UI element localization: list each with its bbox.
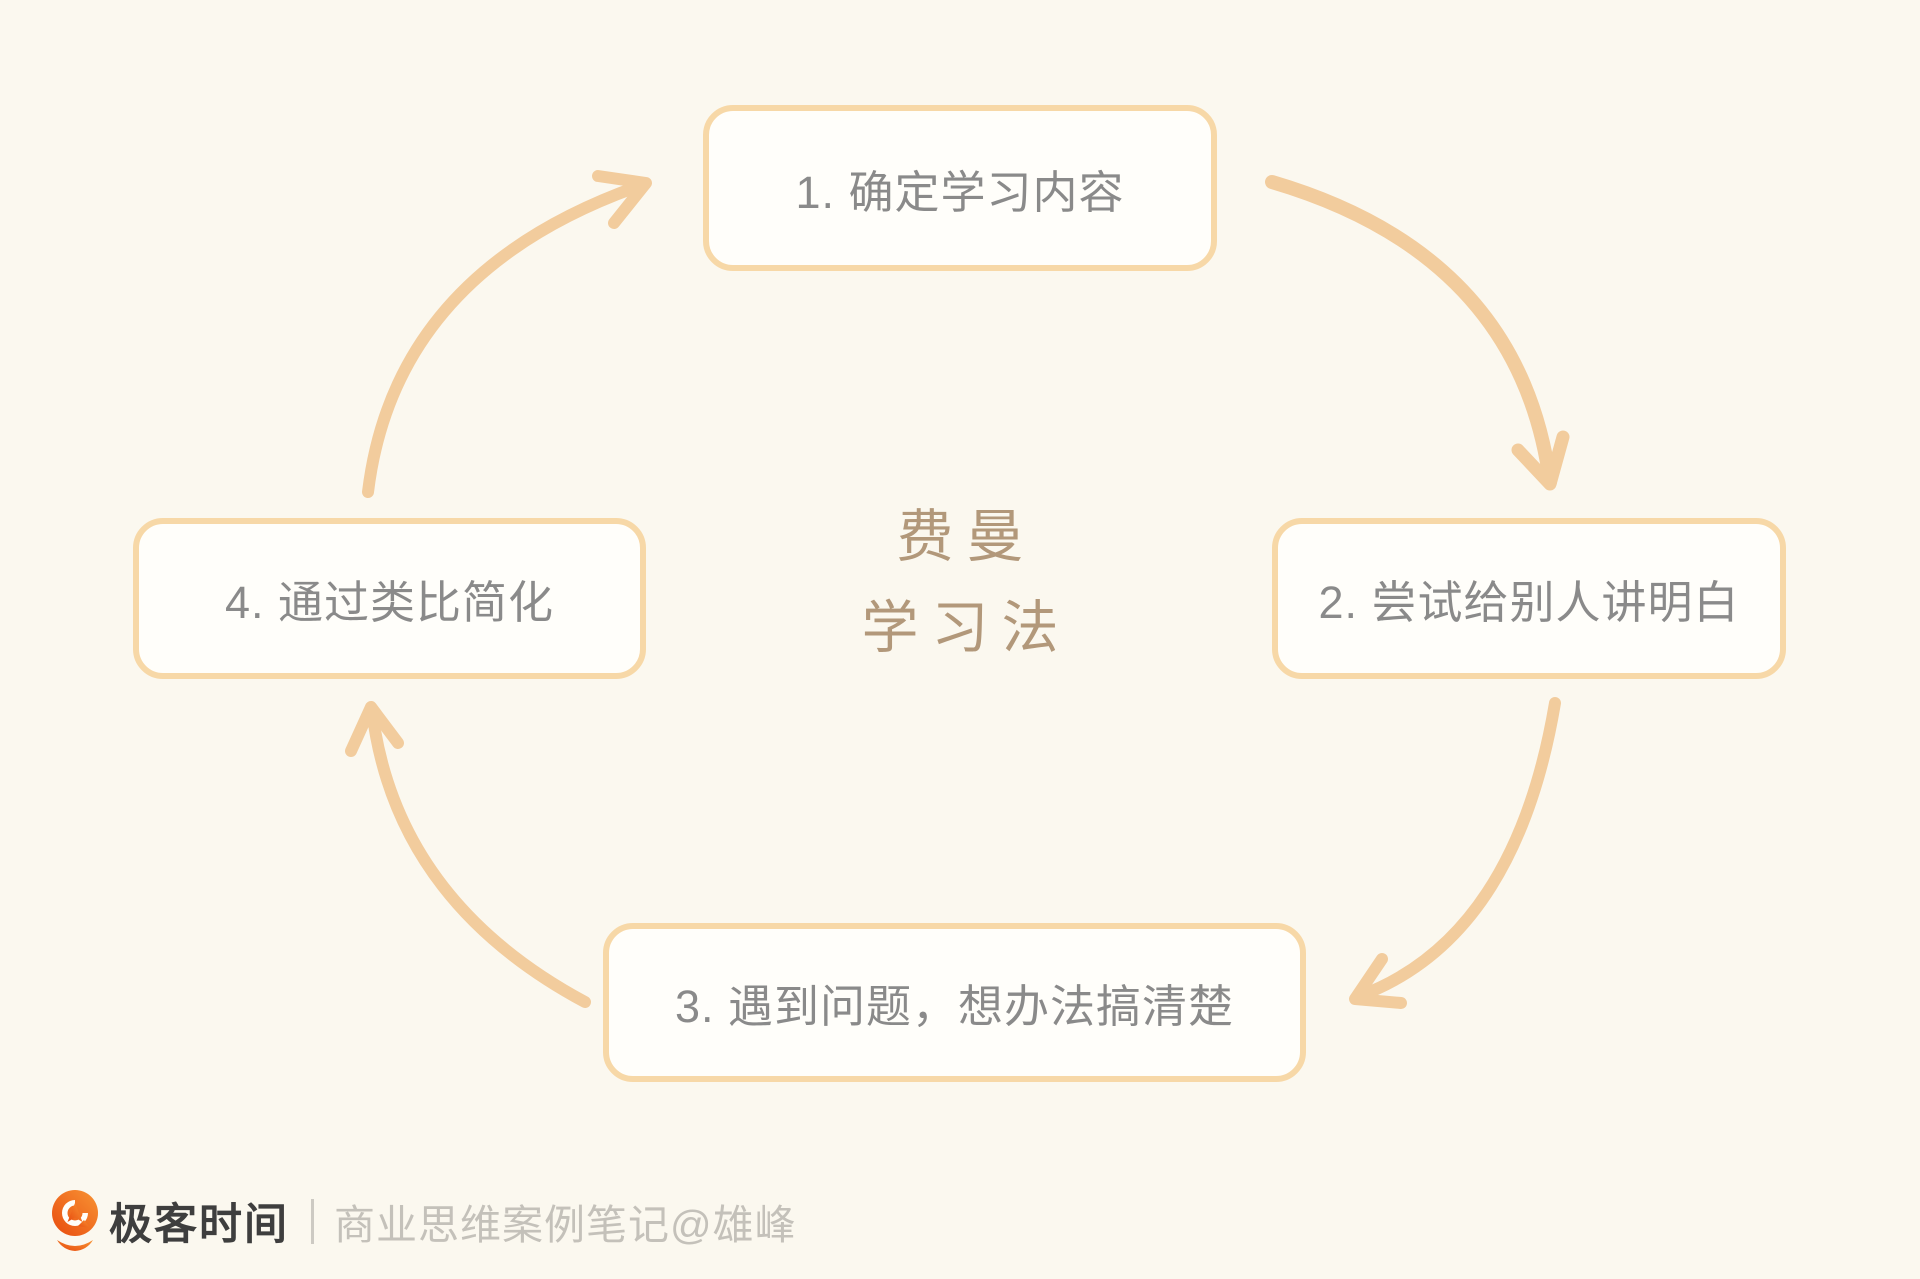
geektime-pin-icon [52, 1190, 98, 1251]
footer-brand: 极客时间 [109, 1201, 289, 1249]
arrow-4-to-1 [362, 170, 652, 498]
footer: 极客时间 商业思维案例笔记@雄峰 [51, 1189, 797, 1253]
step-2-label: 2. 尝试给别人讲明白 [1318, 577, 1740, 628]
center-title-line2: 学习法 [861, 596, 1072, 660]
footer-credit: 商业思维案例笔记@雄峰 [334, 1202, 797, 1248]
step-4-label: 4. 通过类比简化 [224, 577, 555, 628]
arrow-1-to-2 [1265, 175, 1570, 491]
footer-divider [311, 1198, 314, 1244]
step-3-label: 3. 遇到问题，想办法搞清楚 [674, 981, 1235, 1032]
step-1-label: 1. 确定学习内容 [795, 166, 1125, 218]
step-box-2: 2. 尝试给别人讲明白 [1272, 518, 1786, 679]
center-title-line1: 费曼 [896, 505, 1037, 569]
step-box-1: 1. 确定学习内容 [703, 105, 1217, 271]
step-box-3: 3. 遇到问题，想办法搞清楚 [603, 923, 1306, 1082]
arrow-3-to-4 [345, 701, 591, 1008]
arrow-2-to-3 [1349, 697, 1561, 1009]
step-box-4: 4. 通过类比简化 [133, 518, 646, 679]
center-title: 费曼 学习法 [0, 492, 1920, 674]
